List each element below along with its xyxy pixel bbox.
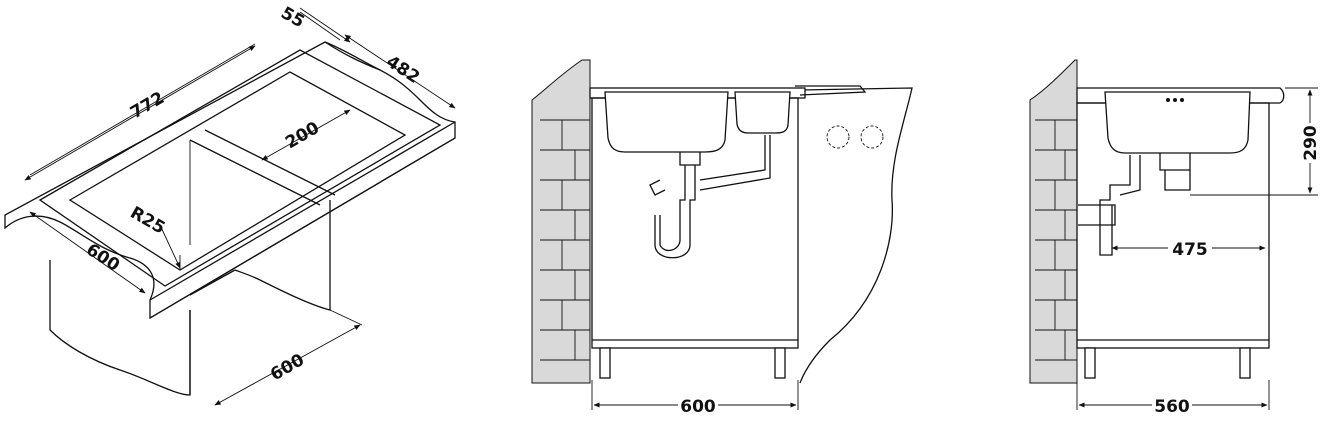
cabinet-side	[49, 260, 191, 396]
dim-475-label: 475	[1172, 240, 1208, 260]
front-main-bowl	[604, 91, 729, 153]
countertop-outline	[4, 41, 456, 320]
dim-55-label: 55	[277, 3, 308, 32]
countertop-front-edge	[149, 121, 456, 301]
isometric-view: 772 55 482 200 R25 600 600	[4, 3, 456, 406]
dim-290: 290	[1190, 87, 1321, 196]
dim-475: 475	[1111, 239, 1266, 260]
dim-560-label: 560	[1154, 397, 1190, 417]
dim-600-iso-label: 600	[267, 350, 308, 385]
dim-600-cabinet: 600	[591, 380, 799, 417]
dim-290-label: 290	[1301, 125, 1321, 161]
brick-wall	[531, 59, 591, 384]
dim-600-iso: 600	[214, 309, 363, 406]
dim-560: 560	[1076, 380, 1270, 417]
dim-55: 55	[277, 3, 351, 43]
front-small-bowl	[734, 91, 791, 134]
dim-772-label: 772	[127, 88, 168, 123]
side-brick-wall	[1029, 59, 1078, 384]
front-view: 600	[531, 59, 913, 417]
side-bowl	[1104, 91, 1251, 154]
dim-600-cabinet-label: 600	[680, 397, 716, 417]
side-view: 475 290 560	[1029, 59, 1321, 417]
